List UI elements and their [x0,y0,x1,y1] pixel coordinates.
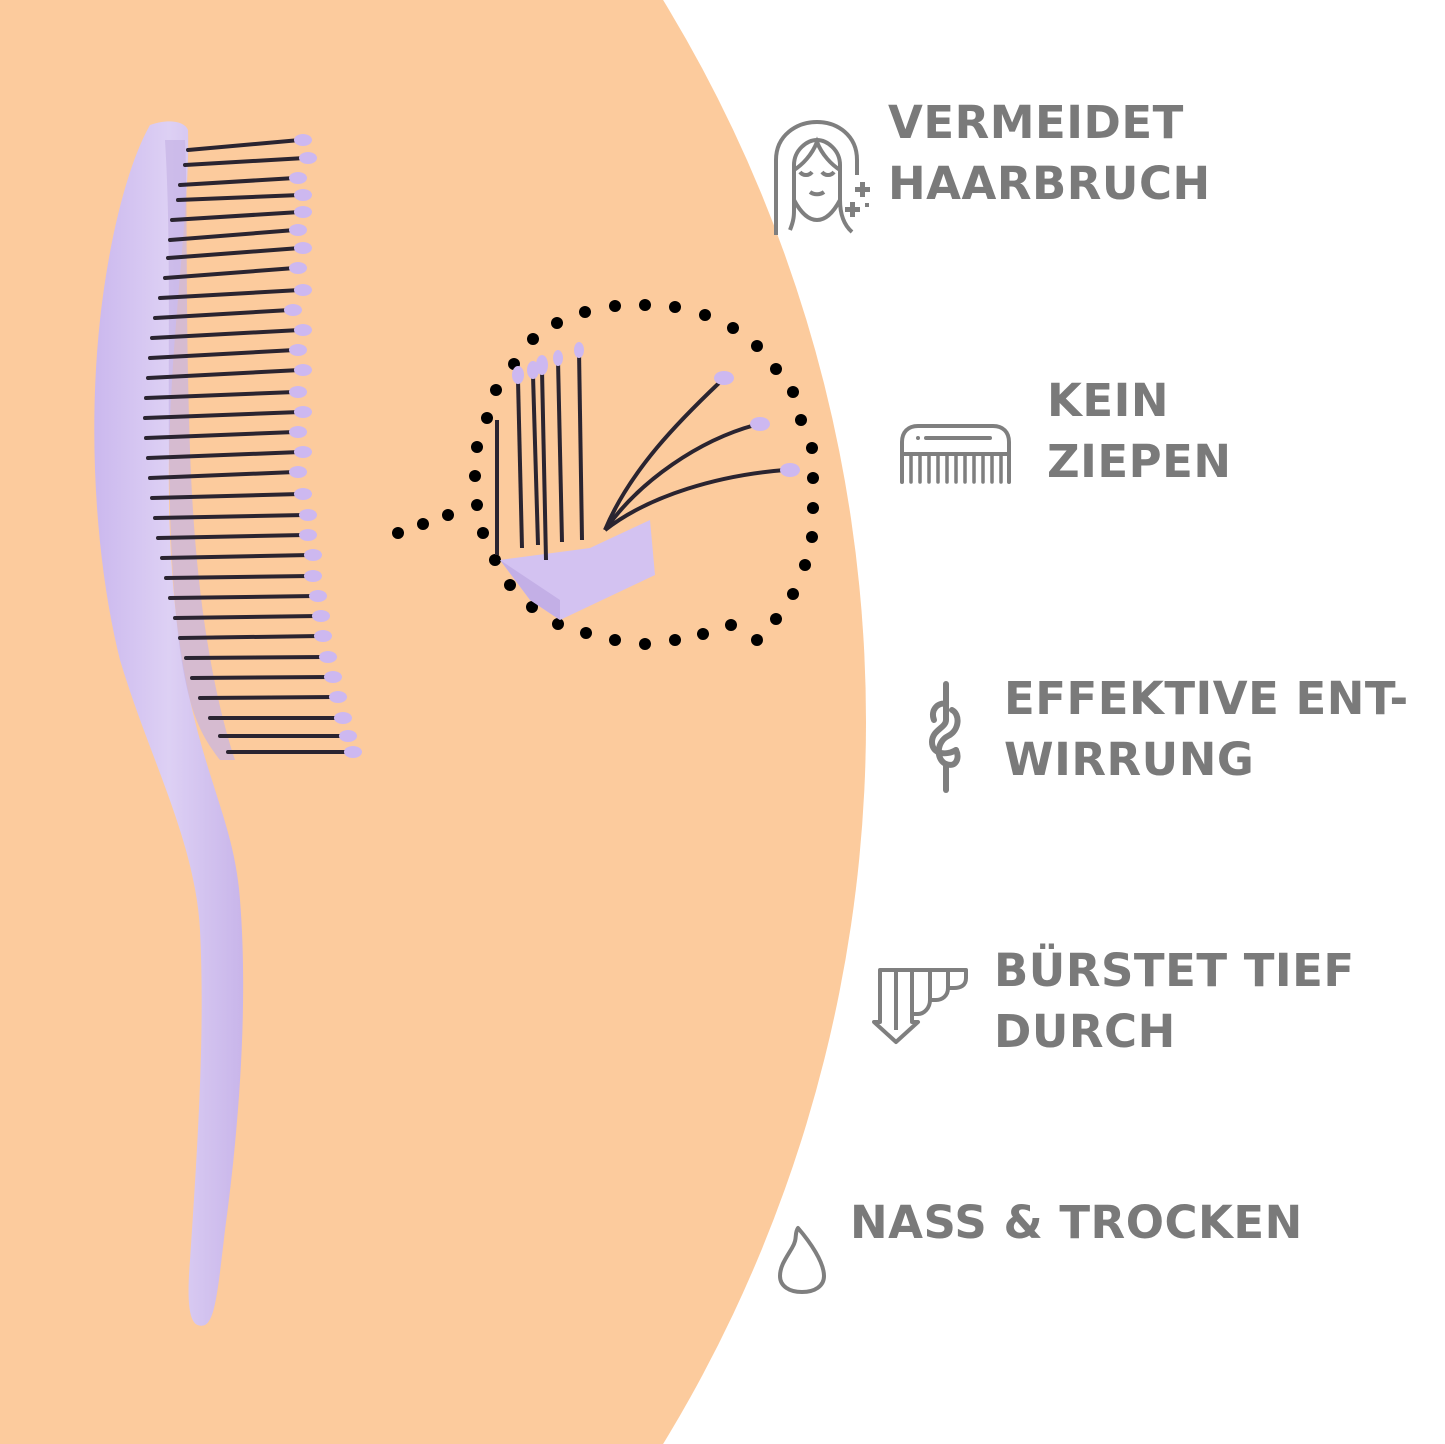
woman-face-sparkle-icon [774,120,870,235]
feature-brushes-deep: BÜRSTET TIEF DURCH [872,940,1355,1062]
feature-effective-detangling: EFFEKTIVE ENT- WIRRUNG [922,668,1409,795]
feature-label: KEIN ZIEPEN [1047,374,1232,488]
deep-brush-arrow-icon [872,968,968,1044]
feature-wet-and-dry: NASS & TROCKEN [776,1192,1303,1296]
bristle-detail-callout [392,299,819,650]
knot-icon [928,681,961,793]
comb-icon [900,424,1011,484]
feature-no-pulling: KEIN ZIEPEN [898,370,1232,492]
hair-brush-illustration [94,121,362,1326]
feature-label: BÜRSTET TIEF DURCH [994,944,1355,1058]
water-drop-icon [778,1226,826,1294]
feature-label: NASS & TROCKEN [850,1196,1303,1249]
feature-avoid-hair-breakage: VERMEIDET HAARBRUCH [772,92,1211,265]
feature-label: VERMEIDET HAARBRUCH [888,96,1211,210]
feature-label: EFFEKTIVE ENT- WIRRUNG [1004,672,1409,786]
brush-handle [94,121,244,1326]
